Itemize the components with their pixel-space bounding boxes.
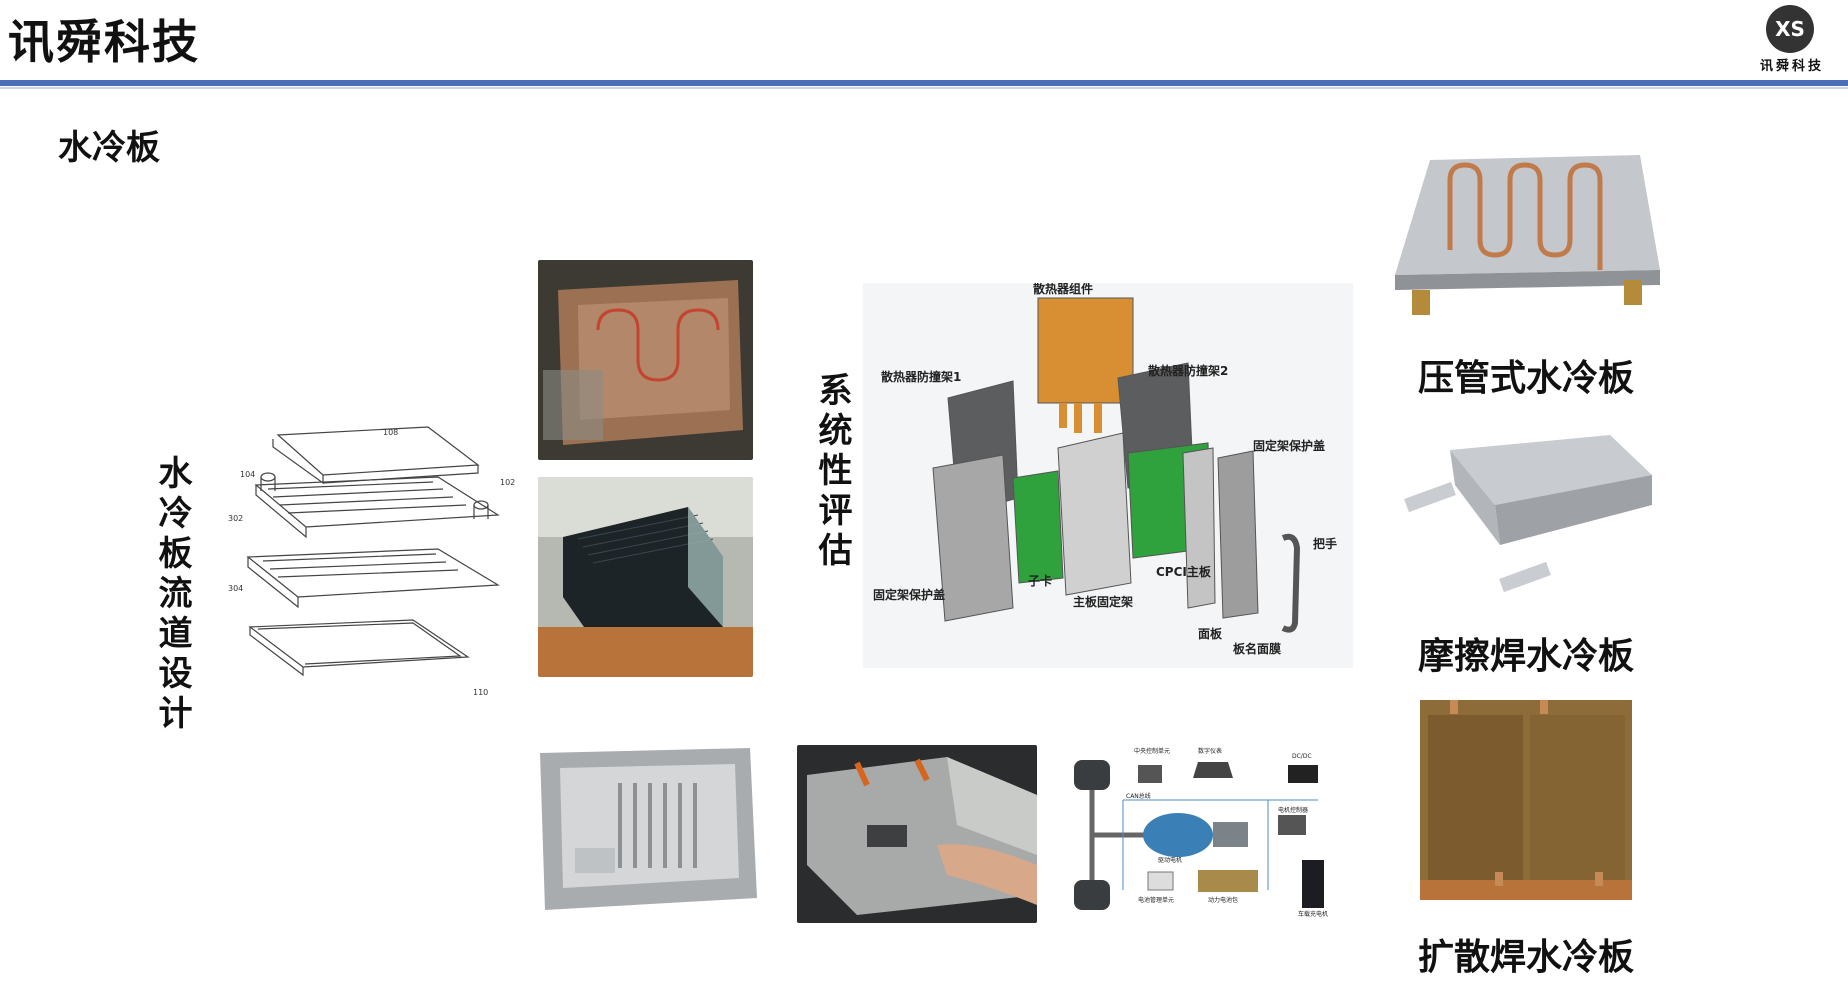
label-heatsink-assembly: 散热器组件: [1033, 283, 1093, 296]
vehicle-label-can-bus: CAN总线: [1126, 792, 1151, 800]
label-daughter-card: 子卡: [1028, 573, 1052, 588]
vehicle-label-central-control: 中央控制单元: [1134, 747, 1170, 755]
callout-304: 304: [228, 584, 243, 593]
product-caption-diffusion-weld: 扩散焊水冷板: [1418, 937, 1635, 978]
callout-104: 104: [240, 470, 255, 479]
label-fixed-frame-cover-top: 固定架保护盖: [1253, 438, 1325, 453]
exploded-cold-plate-drawing: 108 104 102 302 304 110: [228, 426, 515, 697]
label-board-fixed-frame: 主板固定架: [1073, 594, 1133, 609]
label-bracket-1: 散热器防撞架1: [881, 369, 961, 384]
battery-pack-installation-photo: [797, 745, 1037, 923]
label-fixed-frame-cover-left: 固定架保护盖: [873, 587, 945, 602]
callout-108: 108: [383, 428, 398, 437]
product-caption-friction-weld: 摩擦焊水冷板: [1418, 636, 1635, 677]
aluminum-housing-photo: [525, 738, 765, 923]
company-logo-icon: XS: [1766, 5, 1814, 53]
diffusion-weld-cold-plate-icon: [1420, 700, 1632, 900]
system-evaluation-label: 系统性评估: [812, 372, 852, 572]
tube-press-cold-plate-icon: [1395, 155, 1660, 315]
header-divider: [0, 80, 1848, 86]
system-exploded-diagram: 散热器组件 散热器防撞架1 散热器防撞架2 固定架保护盖 把手 CPCI主板 子…: [863, 283, 1353, 668]
product-caption-tube-press: 压管式水冷板: [1418, 358, 1635, 399]
friction-weld-cold-plate-icon: [1404, 435, 1652, 593]
vehicle-label-drive-motor: 驱动电机: [1158, 856, 1182, 864]
logo-caption: 讯舜科技: [1759, 59, 1824, 74]
callout-110: 110: [473, 688, 488, 697]
brand-title: 讯舜科技: [8, 15, 200, 69]
label-nameplate: 板名面膜: [1233, 641, 1281, 656]
vehicle-label-battery-pack: 动力电池包: [1208, 896, 1238, 904]
vehicle-label-digital-dashboard: 数字仪表: [1198, 747, 1222, 755]
label-panel: 面板: [1198, 626, 1223, 641]
section-title: 水冷板: [58, 128, 160, 168]
vehicle-label-onboard-charger: 车载充电机: [1298, 910, 1328, 918]
label-cpci-board: CPCI主板: [1156, 564, 1212, 579]
vehicle-label-dcdc: DC/DC: [1292, 753, 1312, 760]
label-handle: 把手: [1313, 536, 1337, 551]
callout-102: 102: [500, 478, 515, 487]
vehicle-system-diagram: 中央控制单元 数字仪表 DC/DC CAN总线 电机控制器 驱动电机 电池管理单…: [1068, 740, 1338, 925]
flow-channel-design-label: 水冷板流道设计: [152, 455, 192, 735]
heatsink-photo: [538, 477, 753, 677]
callout-302: 302: [228, 514, 243, 523]
label-bracket-2: 散热器防撞架2: [1148, 363, 1228, 378]
header-divider-accent: [0, 87, 1848, 89]
serpentine-copper-plate-photo: [538, 260, 753, 460]
vehicle-label-bms: 电池管理单元: [1138, 896, 1174, 904]
vehicle-label-motor-controller: 电机控制器: [1278, 806, 1308, 814]
